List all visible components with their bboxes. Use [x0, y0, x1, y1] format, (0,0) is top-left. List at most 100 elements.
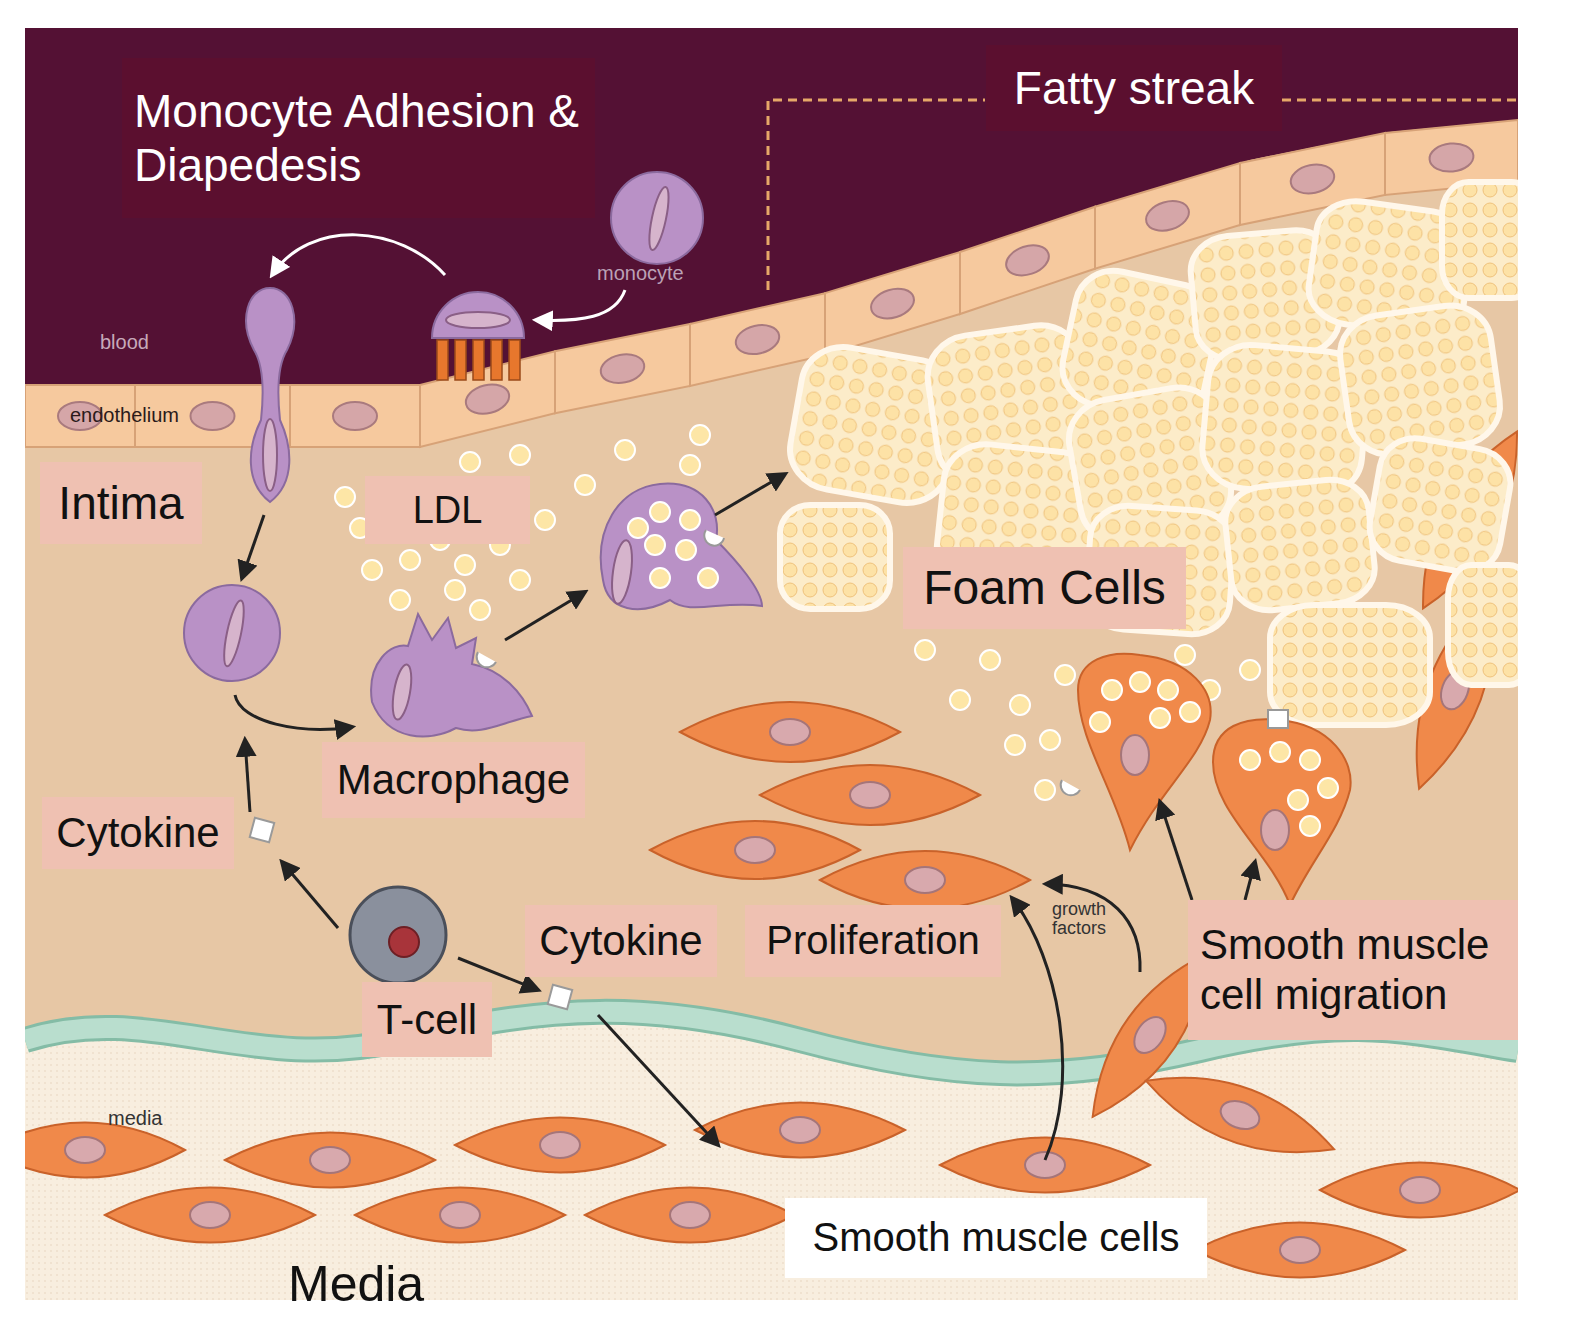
endothelial-cell — [555, 324, 690, 413]
smooth-muscle-cell — [760, 765, 980, 825]
ldl-particle — [1300, 750, 1320, 770]
ldl-particle — [335, 487, 355, 507]
smooth-muscle-cell — [105, 1188, 315, 1243]
endothelial-nucleus — [1288, 161, 1337, 197]
smc-body — [585, 1188, 795, 1243]
label-text: Smooth muscle cell migration — [1200, 920, 1506, 1019]
label-box: T-cell — [362, 982, 492, 1057]
smooth-muscle-cell — [1137, 1055, 1344, 1175]
label-box: LDL — [365, 476, 530, 544]
ldl-particle — [1040, 730, 1060, 750]
label-text: Smooth muscle cells — [797, 1214, 1195, 1261]
ldl-particle — [1150, 708, 1170, 728]
ldl-particle — [575, 475, 595, 495]
process-arrow — [1046, 884, 1140, 972]
label-box: Macrophage — [322, 742, 585, 818]
smc-nucleus — [310, 1147, 350, 1173]
ldl-particle — [535, 510, 555, 530]
ldl-particle — [950, 690, 970, 710]
ldl-particle — [680, 510, 700, 530]
ldl-particle — [915, 640, 935, 660]
label-box: Cytokine — [42, 797, 234, 869]
smc-body — [225, 1133, 435, 1188]
ldl-particle — [676, 540, 696, 560]
smc-body — [1137, 1055, 1344, 1175]
label-text: T-cell — [374, 995, 480, 1045]
smc-nucleus — [850, 782, 890, 808]
endothelial-nucleus — [463, 380, 512, 418]
scavenger-receptor — [1061, 780, 1080, 795]
process-arrow — [245, 740, 250, 812]
free-label: blood — [100, 332, 149, 353]
ldl-particle — [1005, 735, 1025, 755]
diapedesis-monocyte — [246, 288, 294, 502]
foam-cell — [1270, 605, 1430, 725]
process-arrow — [536, 290, 625, 320]
foam-cell — [1448, 565, 1518, 685]
ldl-particle — [980, 650, 1000, 670]
smc-nucleus — [1121, 735, 1149, 775]
label-text: LDL — [377, 488, 518, 533]
smooth-muscle-cell — [680, 702, 900, 762]
process-arrow — [715, 474, 785, 515]
smc-nucleus — [540, 1132, 580, 1158]
ldl-particle — [1010, 695, 1030, 715]
free-label: growth factors — [1052, 900, 1132, 938]
ldl-particle — [615, 440, 635, 460]
adhesion-molecule — [473, 340, 484, 380]
smc-nucleus — [735, 837, 775, 863]
smc-nucleus — [1025, 1152, 1065, 1178]
smc-body — [455, 1118, 665, 1173]
label-box: Foam Cells — [903, 547, 1186, 629]
smooth-muscle-cell — [355, 1188, 565, 1243]
ldl-particle — [1035, 780, 1055, 800]
ldl-particle — [650, 568, 670, 588]
scavenger-receptor — [704, 530, 724, 546]
ldl-particle — [362, 560, 382, 580]
monocyte-nucleus — [446, 312, 510, 328]
smc-nucleus — [65, 1137, 105, 1163]
ldl-particle — [1318, 778, 1338, 798]
smc-nucleus — [770, 719, 810, 745]
label-text: Intima — [52, 476, 190, 530]
process-arrow — [1245, 862, 1255, 900]
ldl-particle — [1130, 672, 1150, 692]
ldl-particle — [1240, 750, 1260, 770]
endothelial-nucleus — [1428, 141, 1475, 173]
intima-tissue — [25, 28, 1518, 1300]
smooth-muscle-cell — [25, 1123, 185, 1178]
process-arrow — [505, 592, 585, 640]
endothelial-nucleus — [333, 402, 377, 430]
smooth-muscle-cell — [455, 1118, 665, 1173]
artery-scene — [25, 28, 1518, 1300]
label-text: Macrophage — [334, 755, 573, 805]
monocyte-nucleus — [263, 419, 277, 491]
ldl-particle — [680, 455, 700, 475]
endothelial-nucleus — [191, 402, 235, 430]
smc-body — [25, 1123, 185, 1178]
label-box: Monocyte Adhesion & Diapedesis — [122, 58, 595, 218]
endothelial-nucleus — [1142, 196, 1192, 236]
label-box: Intima — [40, 462, 202, 544]
smooth-muscle-cell — [695, 1103, 905, 1158]
t-cell — [350, 887, 446, 983]
smc-body — [760, 765, 980, 825]
ldl-particle — [445, 580, 465, 600]
ldl-particle — [1090, 712, 1110, 732]
adhesion-molecule — [509, 340, 520, 380]
smooth-muscle-cell — [940, 1138, 1150, 1193]
endothelial-nucleus — [733, 321, 782, 358]
process-arrow — [598, 1015, 718, 1145]
ldl-particle — [1288, 790, 1308, 810]
ldl-particle — [1102, 680, 1122, 700]
free-label: monocyte — [597, 263, 684, 284]
smc-nucleus — [905, 867, 945, 893]
smc-nucleus — [1217, 1096, 1263, 1134]
label-text: Monocyte Adhesion & Diapedesis — [134, 84, 583, 193]
media-layer — [25, 1012, 1518, 1300]
free-label: Media — [288, 1258, 424, 1311]
label-text: Cytokine — [537, 916, 705, 966]
label-text: Proliferation — [757, 917, 989, 964]
smc-foam-cell — [1078, 654, 1211, 850]
label-box: Smooth muscle cells — [785, 1198, 1207, 1278]
